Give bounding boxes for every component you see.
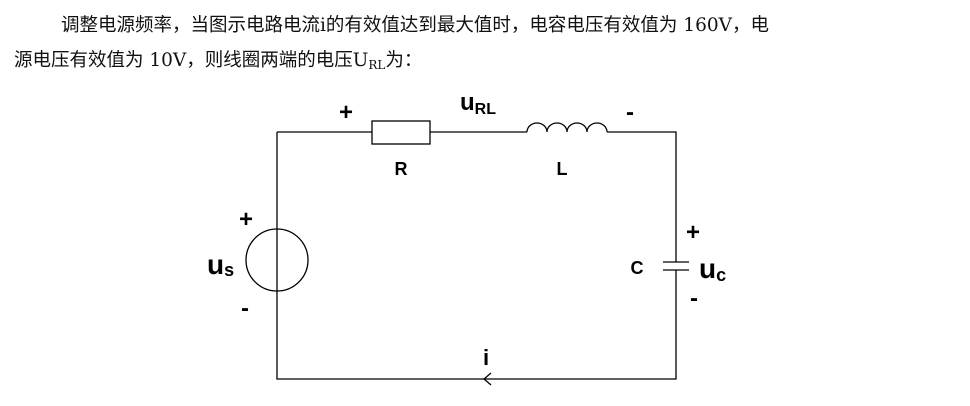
current-label: i bbox=[483, 345, 489, 370]
uc-minus: - bbox=[690, 285, 698, 312]
voltage-source-symbol bbox=[245, 228, 309, 292]
us-minus: - bbox=[241, 295, 249, 322]
url-plus: + bbox=[339, 99, 353, 126]
us-label: us bbox=[207, 249, 234, 280]
resistor-label: R bbox=[395, 159, 408, 179]
uc-plus: + bbox=[686, 219, 700, 246]
us-plus: + bbox=[239, 206, 253, 233]
resistor-symbol bbox=[371, 120, 431, 145]
inductor-label: L bbox=[557, 159, 568, 179]
question-line-2-end: 为： bbox=[385, 50, 423, 71]
url-label: uRL bbox=[460, 89, 496, 118]
capacitor-symbol bbox=[663, 261, 689, 271]
wire-top-right bbox=[607, 131, 677, 262]
question-line-2-text: 源电压有效值为 10V，则线圈两端的电压U bbox=[14, 50, 369, 71]
inductor-symbol bbox=[526, 122, 608, 133]
question-line-2: 源电压有效值为 10V，则线圈两端的电压URL为： bbox=[14, 43, 959, 83]
wire-right-bottom bbox=[276, 132, 677, 380]
current-arrow-icon bbox=[483, 372, 492, 386]
url-subscript: RL bbox=[368, 58, 386, 72]
question-line-1: 调整电源频率，当图示电路电流i的有效值达到最大值时，电容电压有效值为 160V，… bbox=[61, 15, 769, 36]
uc-label: uc bbox=[699, 253, 726, 285]
capacitor-label: C bbox=[631, 258, 644, 278]
url-minus: - bbox=[626, 99, 634, 126]
question-text: 调整电源频率，当图示电路电流i的有效值达到最大值时，电容电压有效值为 160V，… bbox=[14, 8, 959, 83]
